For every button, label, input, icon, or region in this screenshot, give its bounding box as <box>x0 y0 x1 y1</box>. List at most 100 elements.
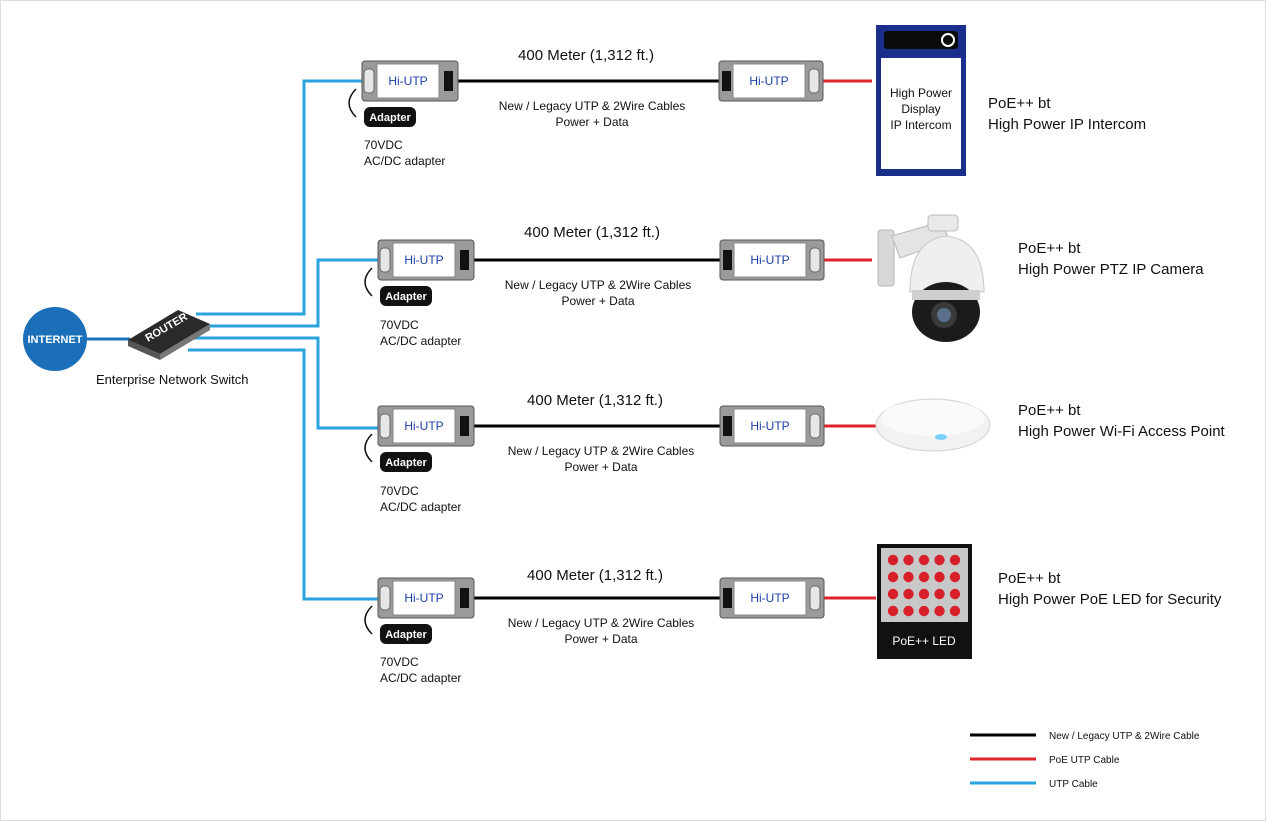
switch-label: Enterprise Network Switch <box>96 372 248 387</box>
device-standard-label: PoE++ bt <box>1018 240 1081 257</box>
device-standard-label: PoE++ bt <box>1018 402 1081 419</box>
led-dot <box>887 554 899 566</box>
cable-type-label: New / Legacy UTP & 2Wire Cables <box>508 616 695 630</box>
utp-cable-row-2 <box>186 258 378 328</box>
adapter-cable <box>348 88 357 118</box>
hi-utp-receiver: Hi-UTP <box>719 239 825 281</box>
legend-label: UTP Cable <box>1049 779 1098 790</box>
intercom-text-line-1: High Power <box>890 86 952 100</box>
led-dot <box>949 554 961 566</box>
led-dot <box>903 605 914 617</box>
utp-cable-row-4 <box>188 348 378 601</box>
adapter-type-label: AC/DC adapter <box>364 154 445 168</box>
led-dot <box>934 605 945 617</box>
internet-label: INTERNET <box>28 334 83 346</box>
led-dot <box>887 571 899 583</box>
utp-cable-row-3 <box>186 336 378 430</box>
transmitter-label: Hi-UTP <box>404 591 443 605</box>
device-name-label: High Power PoE LED for Security <box>998 591 1222 608</box>
led-dot <box>887 605 899 617</box>
led-dot <box>903 588 914 600</box>
adapter-icon: Adapter <box>380 286 432 306</box>
utp-trunk-cables <box>186 79 378 601</box>
wifi-access-point-icon <box>875 398 991 452</box>
adapter-cable <box>364 267 373 297</box>
adapter-type-label: AC/DC adapter <box>380 500 461 514</box>
led-grid <box>887 554 961 617</box>
receiver-label: Hi-UTP <box>750 419 789 433</box>
extender-row: Hi-UTP Hi-UTP Adapter 70VDC AC/DC adapter 400… <box>348 47 1146 168</box>
adapter-cable <box>364 433 373 463</box>
cable-type-label: New / Legacy UTP & 2Wire Cables <box>499 99 686 113</box>
adapter-label: Adapter <box>385 629 427 641</box>
hi-utp-transmitter: Hi-UTP <box>361 60 459 102</box>
transmitter-label: Hi-UTP <box>404 253 443 267</box>
led-dot <box>949 588 961 600</box>
led-dot <box>887 588 899 600</box>
ptz-camera-icon <box>877 214 985 342</box>
device-name-label: High Power PTZ IP Camera <box>1018 261 1204 278</box>
led-dot <box>934 554 945 566</box>
led-dot <box>934 571 945 583</box>
distance-label: 400 Meter (1,312 ft.) <box>527 392 663 409</box>
power-data-label: Power + Data <box>561 294 634 308</box>
extender-row: Hi-UTP Hi-UTP Adapter 70VDC AC/DC adapter 400… <box>364 392 1226 514</box>
led-dot <box>903 571 914 583</box>
device-standard-label: PoE++ bt <box>988 95 1051 112</box>
vdc-label: 70VDC <box>364 138 403 152</box>
adapter-cable <box>364 605 373 635</box>
distance-label: 400 Meter (1,312 ft.) <box>527 567 663 584</box>
power-data-label: Power + Data <box>564 632 637 646</box>
led-dot <box>918 571 930 583</box>
intercom-text-line-3: IP Intercom <box>890 118 951 132</box>
distance-label: 400 Meter (1,312 ft.) <box>518 47 654 64</box>
led-dot <box>918 588 930 600</box>
router-icon: ROUTER <box>128 310 210 360</box>
transmitter-label: Hi-UTP <box>404 419 443 433</box>
hi-utp-transmitter: Hi-UTP <box>377 405 475 447</box>
hi-utp-transmitter: Hi-UTP <box>377 577 475 619</box>
power-data-label: Power + Data <box>555 115 628 129</box>
extender-rows: Hi-UTP Hi-UTP Adapter 70VDC AC/DC adapter 400… <box>348 47 1226 685</box>
hi-utp-receiver: Hi-UTP <box>718 60 824 102</box>
hi-utp-transmitter: Hi-UTP <box>377 239 475 281</box>
adapter-type-label: AC/DC adapter <box>380 671 461 685</box>
power-data-label: Power + Data <box>564 460 637 474</box>
internet-cloud: INTERNET <box>23 307 87 371</box>
intercom-icon: High Power Display IP Intercom <box>876 25 966 176</box>
vdc-label: 70VDC <box>380 484 419 498</box>
receiver-label: Hi-UTP <box>750 253 789 267</box>
receiver-label: Hi-UTP <box>750 591 789 605</box>
adapter-icon: Adapter <box>380 452 432 472</box>
legend-label: PoE UTP Cable <box>1049 755 1120 766</box>
adapter-label: Adapter <box>385 291 427 303</box>
intercom-text-line-2: Display <box>901 102 940 116</box>
led-dot <box>918 605 930 617</box>
adapter-label: Adapter <box>385 457 427 469</box>
led-dot <box>918 554 930 566</box>
hi-utp-receiver: Hi-UTP <box>719 405 825 447</box>
vdc-label: 70VDC <box>380 318 419 332</box>
utp-cable-row-1 <box>196 79 362 316</box>
led-dot <box>934 588 945 600</box>
legend-label: New / Legacy UTP & 2Wire Cable <box>1049 731 1200 742</box>
hi-utp-receiver: Hi-UTP <box>719 577 825 619</box>
adapter-label: Adapter <box>369 112 411 124</box>
device-name-label: High Power Wi-Fi Access Point <box>1018 423 1226 440</box>
receiver-label: Hi-UTP <box>749 74 788 88</box>
device-standard-label: PoE++ bt <box>998 570 1061 587</box>
distance-label: 400 Meter (1,312 ft.) <box>524 224 660 241</box>
led-dot <box>903 554 914 566</box>
led-label: PoE++ LED <box>892 634 956 648</box>
cable-type-label: New / Legacy UTP & 2Wire Cables <box>508 444 695 458</box>
adapter-icon: Adapter <box>380 624 432 644</box>
cable-type-label: New / Legacy UTP & 2Wire Cables <box>505 278 692 292</box>
poe-led-panel-icon: PoE++ LED <box>877 544 972 659</box>
led-dot <box>949 605 961 617</box>
transmitter-label: Hi-UTP <box>388 74 427 88</box>
